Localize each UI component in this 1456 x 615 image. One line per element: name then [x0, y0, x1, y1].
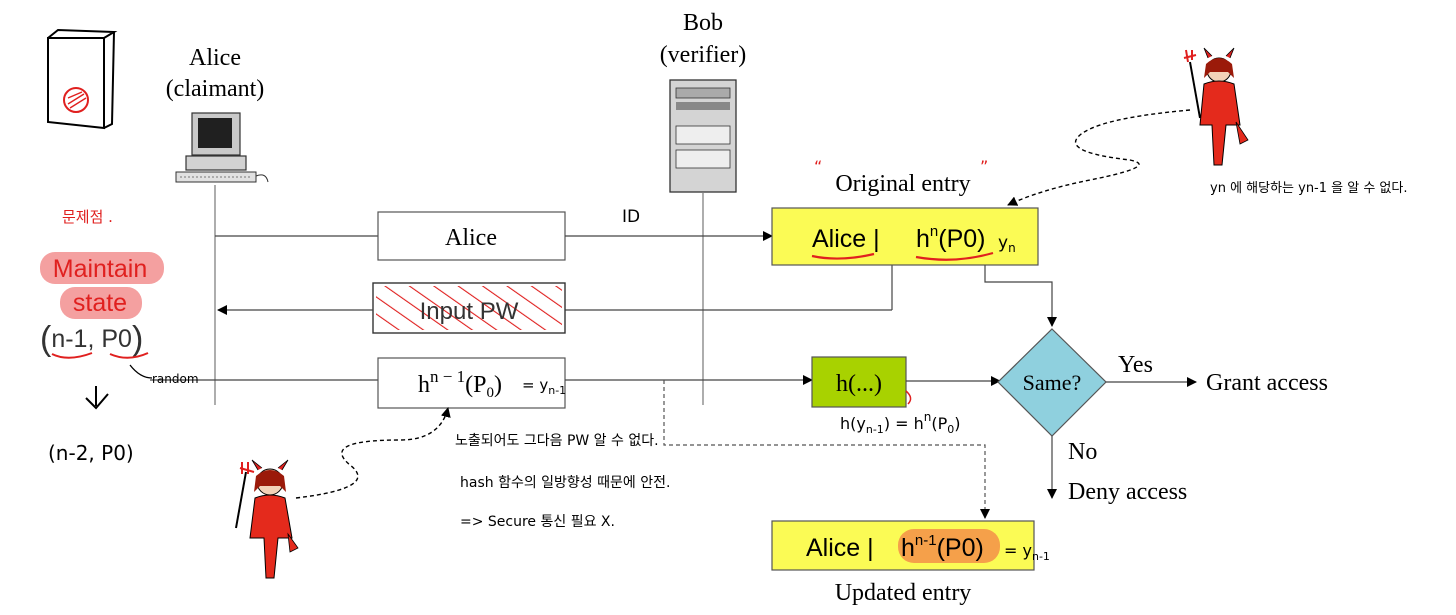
problem-label: 문제점 . [62, 208, 113, 226]
decision-label: Same? [1023, 370, 1082, 395]
alice-role: (claimant) [166, 76, 265, 102]
attacker-note-2: hash 함수의 일방향성 때문에 안전. [460, 475, 670, 491]
input-pw-scribble [376, 286, 562, 330]
hash-function-box [811, 356, 907, 408]
bob-role: (verifier) [660, 42, 747, 68]
original-entry-hash: hn(P0) [916, 223, 985, 253]
update-path [663, 380, 990, 519]
devil-attacker-bottom-icon [235, 459, 299, 579]
maintain-highlight [40, 252, 164, 284]
original-entry-box [771, 207, 1039, 266]
attacker-top-path [1007, 109, 1191, 206]
original-entry-name: Alice | [812, 225, 880, 253]
updated-entry-hash: hn-1(P0) [901, 532, 984, 562]
device-sketch-icon [47, 28, 118, 130]
original-entry-title: Original entry [835, 171, 970, 197]
attacker-note-1: 노출되어도 그다음 PW 알 수 없다. [455, 433, 659, 449]
no-label: No [1068, 439, 1097, 465]
alice-computer-icon [175, 112, 269, 183]
alice-message-box [377, 211, 566, 261]
input-pw-label: Input PW [420, 298, 519, 325]
quote-mark-right: ” [980, 157, 988, 176]
deny-access-label: Deny access [1068, 479, 1187, 505]
bob-name: Bob [683, 10, 723, 36]
maintain-label: Maintain [53, 255, 148, 283]
updated-entry-title: Updated entry [835, 580, 972, 606]
original-entry-note: yn [998, 233, 1016, 255]
attacker-bottom-path [295, 407, 451, 499]
attacker-top-note: yn 에 해당하는 yn-1 을 알 수 없다. [1210, 181, 1408, 196]
next-state-label: (n-2, P0) [48, 441, 134, 465]
updated-entry-name: Alice | [806, 534, 874, 562]
grant-access-label: Grant access [1206, 370, 1328, 396]
alice-message-label: Alice [445, 225, 497, 251]
underline-alice [811, 252, 875, 260]
yes-label: Yes [1118, 352, 1153, 378]
underline-hash [915, 251, 994, 261]
updated-entry-note: = yn-1 [1004, 541, 1050, 563]
updated-hash-highlight [898, 529, 1000, 563]
quote-mark-left: “ [814, 157, 822, 176]
hash-prev-note: = yn-1 [522, 376, 566, 397]
state-label: state [73, 289, 127, 317]
random-label: random [152, 372, 199, 386]
hash-function-label: h(...) [836, 371, 882, 397]
attacker-note-3: => Secure 통신 필요 X. [460, 514, 615, 530]
hash-prev-box [377, 357, 566, 409]
hash-prev-formula: hn − 1(P0) [418, 367, 502, 401]
id-label: ID [622, 207, 640, 227]
devil-attacker-top-icon [1183, 47, 1249, 166]
state-tuple: (n-1, P0) [40, 320, 143, 358]
state-highlight [60, 287, 142, 319]
bob-server-icon [669, 79, 737, 193]
hash-note: h(yn-1) = hn(P0) [840, 410, 961, 436]
alice-name: Alice [189, 45, 241, 71]
